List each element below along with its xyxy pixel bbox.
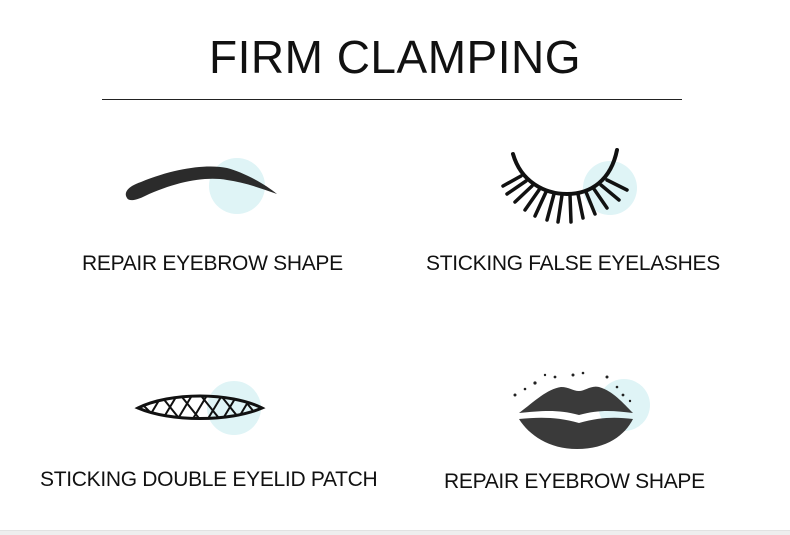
eyelashes-icon <box>501 148 637 224</box>
feature-label-eyelid-patch: STICKING DOUBLE EYELID PATCH <box>40 468 378 491</box>
eyelid-patch-icon <box>134 381 266 435</box>
feature-label-lips: REPAIR EYEBROW SHAPE <box>444 470 705 493</box>
lips-icon <box>513 371 650 449</box>
bottom-strip <box>0 530 790 535</box>
page-title: FIRM CLAMPING <box>209 31 581 83</box>
feature-label-eyebrow: REPAIR EYEBROW SHAPE <box>82 252 343 275</box>
feature-label-eyelashes: STICKING FALSE EYELASHES <box>426 252 720 275</box>
title-divider <box>102 99 682 100</box>
eyebrow-icon <box>125 158 278 214</box>
